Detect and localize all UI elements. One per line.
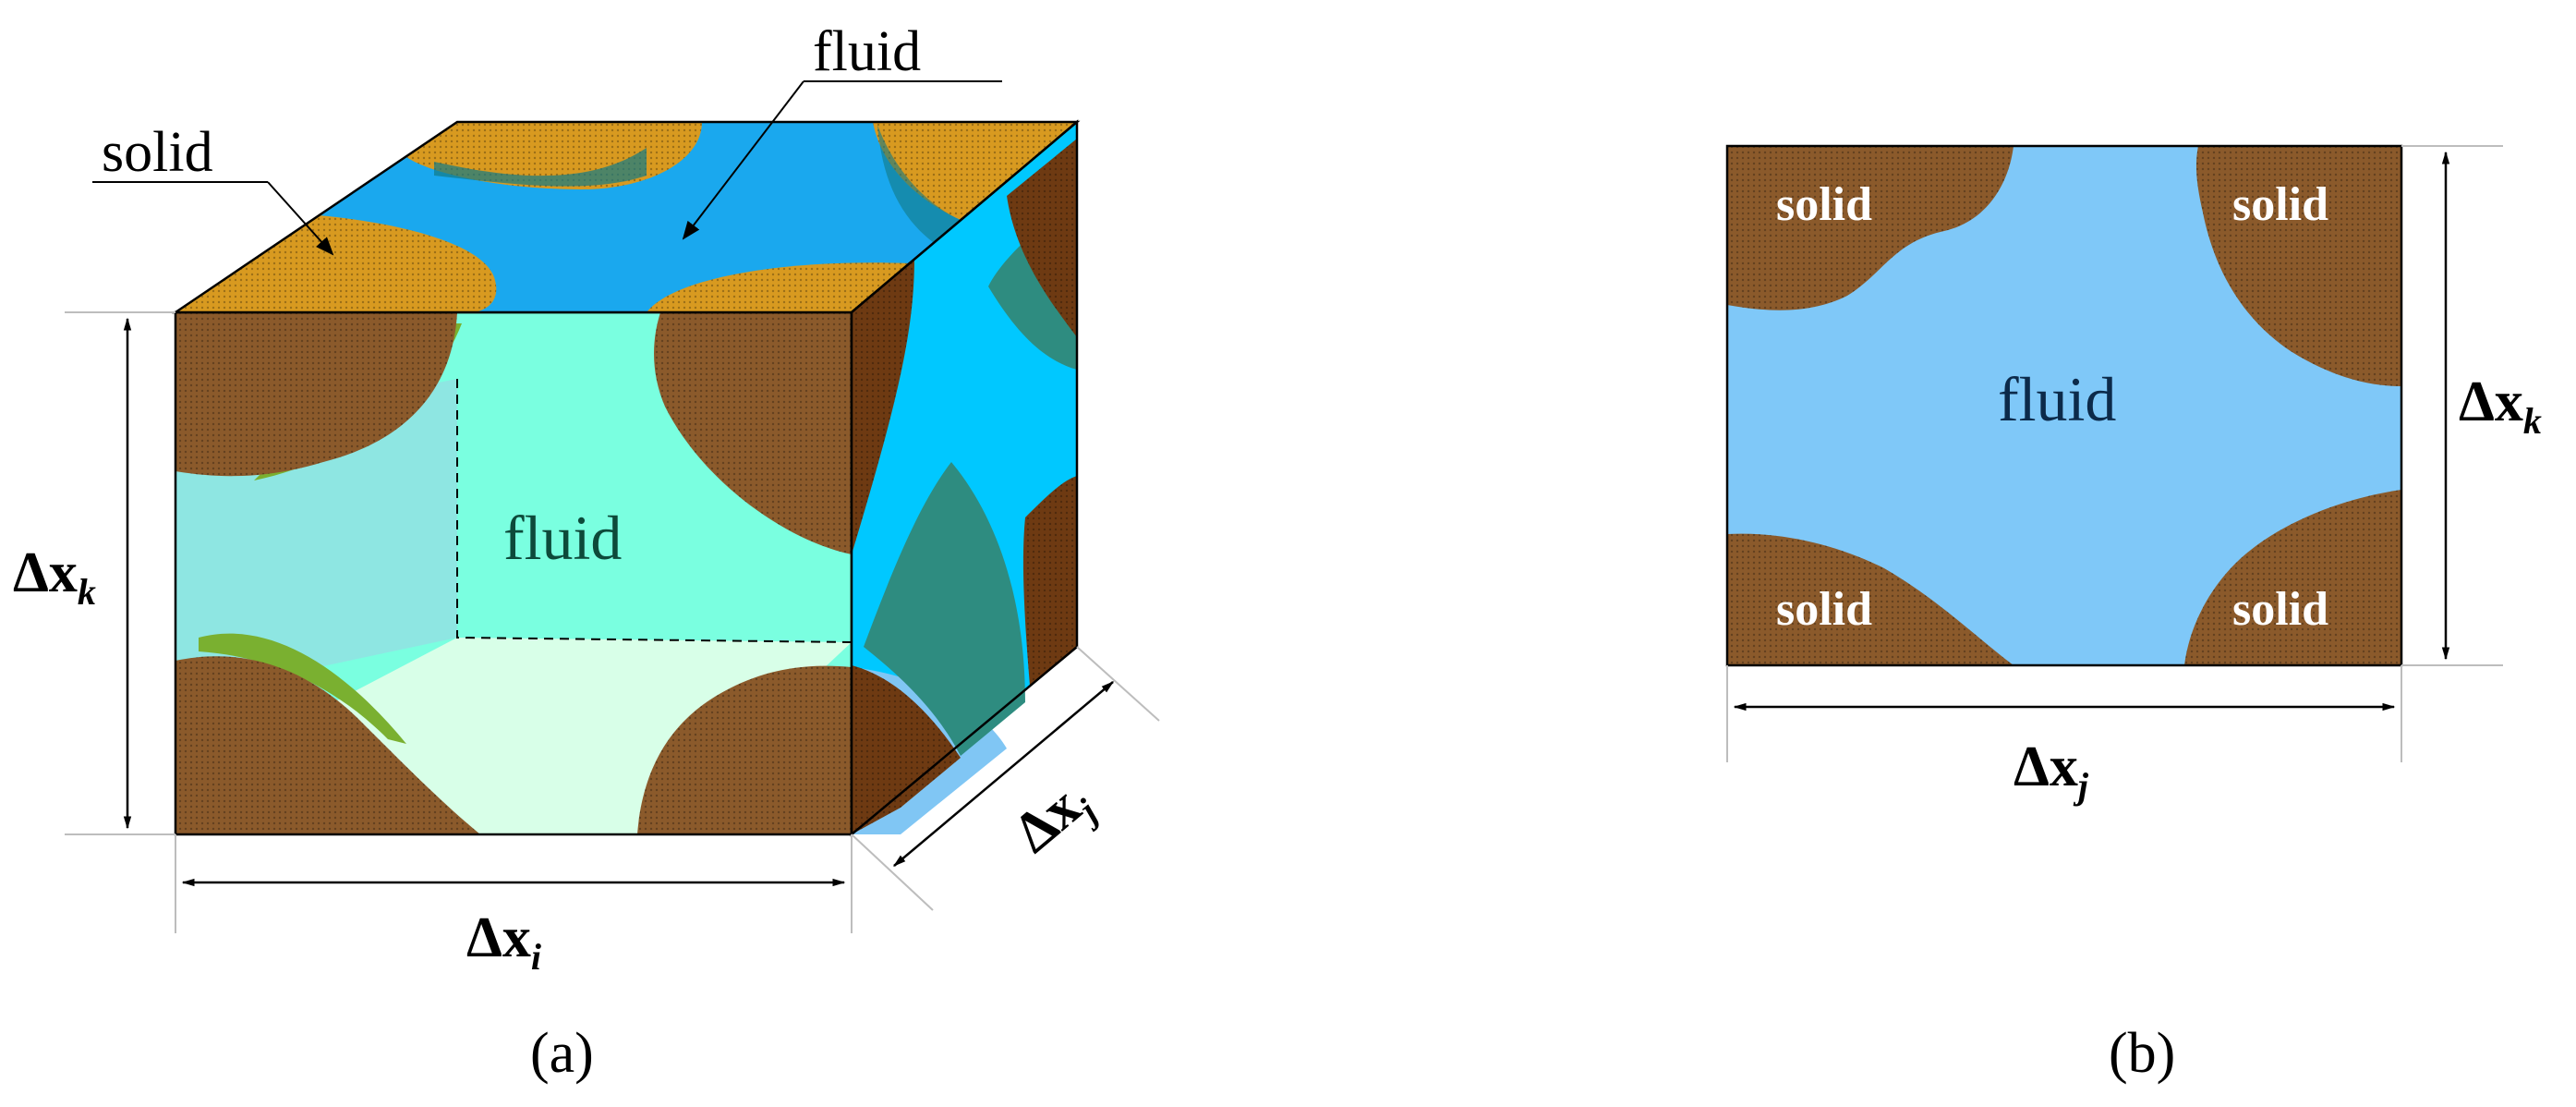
dim-i-label-a: Δxi (466, 906, 541, 978)
dimension-k-a: Δxk (13, 311, 175, 835)
caption-b: (b) (2109, 1022, 2175, 1085)
dimension-k-b: Δxk (2401, 145, 2542, 666)
dimension-j-b: Δxj (1726, 665, 2402, 807)
solid-label-top: solid (102, 121, 213, 184)
dim-j-label-a: Δxj (1002, 768, 1106, 871)
dim-j-label-b: Δxj (2014, 736, 2089, 807)
dimension-i-a: Δxi (175, 834, 853, 978)
front-face (174, 310, 853, 836)
solid-label-b-bottom-left: solid (1776, 583, 1872, 636)
solid-label-b-top-right: solid (2232, 178, 2328, 231)
panel-a-3d-cell: solid fluid fluid Δxk Δxi Δxj (13, 20, 1160, 1085)
panel-b-2d-section: solid solid solid solid fluid Δxk Δxj (b… (1725, 144, 2542, 1085)
fluid-label-b: fluid (1998, 364, 2116, 434)
dim-k-label-a: Δxk (13, 541, 96, 613)
label-solid-top: solid (92, 121, 334, 256)
fluid-label-front: fluid (503, 503, 622, 573)
caption-a: (a) (530, 1022, 594, 1085)
fluid-label-top: fluid (813, 20, 921, 83)
solid-label-b-top-left: solid (1776, 178, 1872, 231)
top-face (171, 120, 1081, 314)
solid-label-b-bottom-right: solid (2232, 583, 2328, 636)
dim-k-label-b: Δxk (2459, 371, 2542, 442)
label-fluid-top: fluid (682, 20, 1002, 240)
